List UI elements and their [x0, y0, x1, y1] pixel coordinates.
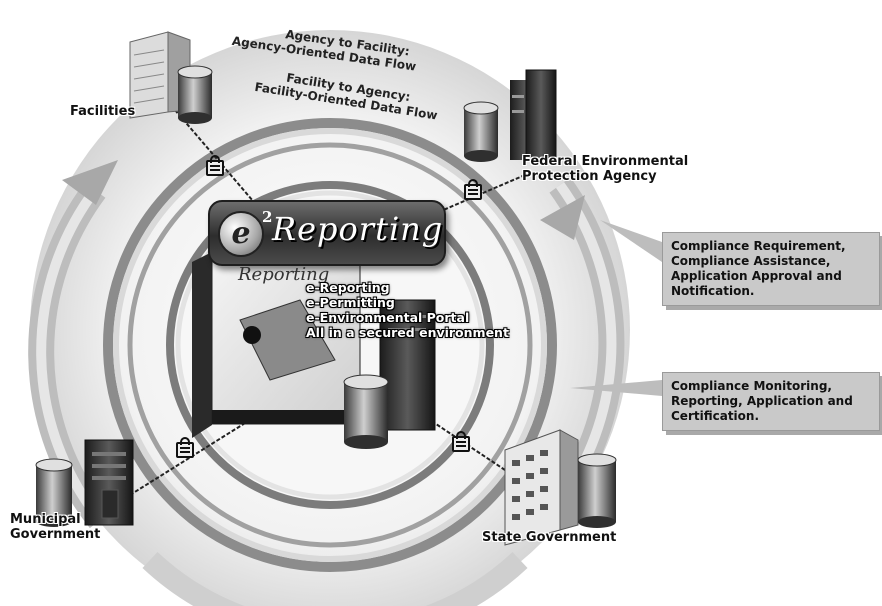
feature-list: e-Reporting e-Permitting e-Environmental…: [306, 280, 509, 340]
callout-compliance-requirement: Compliance Requirement, Compliance Assis…: [662, 232, 880, 306]
federal-database-icon: [464, 102, 498, 162]
lock-icon: [464, 184, 482, 200]
federal-label-line2: Protection Agency: [522, 169, 688, 184]
callout-req-line: Notification.: [671, 284, 871, 299]
callout-compliance-monitoring: Compliance Monitoring, Reporting, Applic…: [662, 372, 880, 431]
state-government-label: State Government: [482, 530, 616, 545]
callout-mon-line: Certification.: [671, 409, 871, 424]
callout-req-line: Compliance Assistance,: [671, 254, 871, 269]
state-database-icon: [578, 454, 616, 528]
logo-wordmark: Reporting: [272, 210, 443, 248]
logo-e-badge: e: [218, 211, 264, 257]
e2-reporting-logo: e 2 Reporting: [208, 200, 446, 266]
logo-superscript: 2: [262, 208, 272, 226]
feature-item: All in a secured environment: [306, 325, 509, 340]
logo-e-letter: e: [220, 213, 262, 255]
federal-server-icon: [510, 70, 556, 160]
state-building-icon: [505, 430, 578, 545]
central-database-icon: [344, 375, 388, 449]
feature-item: e-Environmental Portal: [306, 310, 509, 325]
feature-item: e-Permitting: [306, 295, 509, 310]
federal-label-line1: Federal Environmental: [522, 154, 688, 169]
callout-req-line: Application Approval and: [671, 269, 871, 284]
facilities-label: Facilities: [70, 104, 135, 119]
facilities-database-icon: [178, 66, 212, 124]
lock-icon: [206, 160, 224, 176]
callout-req-line: Compliance Requirement,: [671, 239, 871, 254]
municipal-government-label: Municipal Government: [10, 512, 100, 542]
callout-mon-line: Compliance Monitoring,: [671, 379, 871, 394]
municipal-label-line2: Government: [10, 527, 100, 542]
federal-agency-label: Federal Environmental Protection Agency: [522, 154, 688, 184]
lock-icon: [176, 442, 194, 458]
lock-icon: [452, 436, 470, 452]
callout-mon-line: Reporting, Application and: [671, 394, 871, 409]
feature-item: e-Reporting: [306, 280, 509, 295]
municipal-label-line1: Municipal: [10, 512, 100, 527]
